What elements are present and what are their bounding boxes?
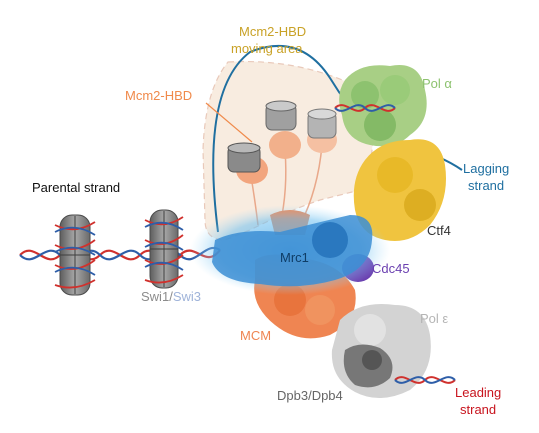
label-ctf4: Ctf4 xyxy=(427,223,451,238)
label-swi-separator: / xyxy=(169,289,173,304)
label-parental-strand: Parental strand xyxy=(32,180,120,195)
label-pol-alpha: Pol α xyxy=(422,76,452,91)
label-mcm2-moving-2: moving area xyxy=(231,41,303,56)
parental-dna xyxy=(19,246,221,261)
label-leading-2: strand xyxy=(460,402,496,417)
label-mcm2-moving-1: Mcm2-HBD xyxy=(239,24,306,39)
label-lagging-2: strand xyxy=(468,178,504,193)
label-dpb3-dpb4: Dpb3/Dpb4 xyxy=(277,388,343,403)
histone-cylinder-3 xyxy=(307,108,337,139)
label-pol-epsilon: Pol ε xyxy=(420,311,448,326)
label-mcm2-hbd: Mcm2-HBD xyxy=(125,88,192,103)
label-swi3: Swi3 xyxy=(173,289,201,304)
label-cdc45: Cdc45 xyxy=(372,261,410,276)
label-mcm: MCM xyxy=(240,328,271,343)
nucleosome-1 xyxy=(54,214,96,296)
label-leading-1: Leading xyxy=(455,385,501,400)
dpb3-dpb4 xyxy=(343,344,393,388)
label-lagging-1: Lagging xyxy=(463,161,509,176)
mcm2-hbd-pointer xyxy=(205,102,253,143)
histone-cylinder-2 xyxy=(265,100,297,131)
leading-dna xyxy=(394,376,456,384)
lagging-dna xyxy=(334,104,396,112)
label-mrc1: Mrc1 xyxy=(280,250,309,265)
histone-cylinder-1 xyxy=(227,142,261,173)
mrc1 xyxy=(212,215,373,287)
ctf4 xyxy=(353,139,446,241)
label-swi1: Swi1 xyxy=(141,289,169,304)
nucleosome-2 xyxy=(144,209,184,289)
label-swi1-swi3: Swi1/Swi3 xyxy=(141,289,201,304)
